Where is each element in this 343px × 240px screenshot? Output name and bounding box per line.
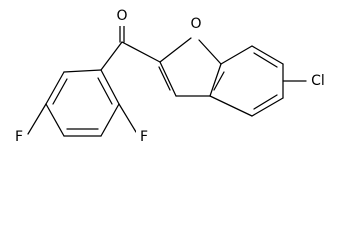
phenyl-bond-2 <box>45 71 65 105</box>
furan-oxygen-label: O <box>190 16 201 32</box>
chlorine-label-bg <box>307 72 329 90</box>
bond-group <box>27 21 307 137</box>
fluorine-left-label: F <box>15 129 23 145</box>
benzo-bond-5 <box>209 95 253 117</box>
carbonyl-to-furan-bond <box>121 41 161 63</box>
furan-bond-1 <box>159 37 192 63</box>
benzo-bond-4 <box>251 97 284 117</box>
structure-canvas: O O Cl F F <box>11 8 329 146</box>
molecule-structure: O O Cl F F <box>11 8 329 146</box>
benzo-bond-2 <box>251 45 284 65</box>
phenyl-inner-double-3 <box>97 77 113 105</box>
benzo-inner-double-3 <box>213 71 225 91</box>
fluoro-bond-left <box>27 103 47 135</box>
phenyl-bond-5 <box>100 103 120 137</box>
carbonyl-to-phenyl-bond <box>100 41 123 71</box>
atom-label-group: O O Cl F F <box>11 8 329 146</box>
carbonyl-oxygen-label: O <box>116 8 127 24</box>
chlorine-label: Cl <box>311 73 325 89</box>
fluorine-left-label-bg <box>11 128 27 146</box>
phenyl-bond-6 <box>100 69 120 105</box>
furan-oxygen-label-bg <box>188 15 204 33</box>
fluoro-bond-right <box>118 103 137 133</box>
furan-bond-3 <box>209 63 222 97</box>
phenyl-inner-double-1 <box>52 78 68 105</box>
fluorine-right-label: F <box>140 129 148 145</box>
furan-bond-5 <box>159 61 177 97</box>
carbonyl-oxygen-label-bg <box>114 8 130 26</box>
benzo-bond-1 <box>220 45 253 65</box>
phenyl-bond-3 <box>45 103 65 137</box>
benzo-inner-double-2 <box>253 94 278 110</box>
phenyl-bond-1 <box>63 69 102 73</box>
benzo-inner-double-1 <box>253 52 278 68</box>
furan-inner-double-bond <box>158 66 171 91</box>
fluorine-right-label-bg <box>136 128 152 146</box>
furan-bond-2 <box>198 39 222 65</box>
